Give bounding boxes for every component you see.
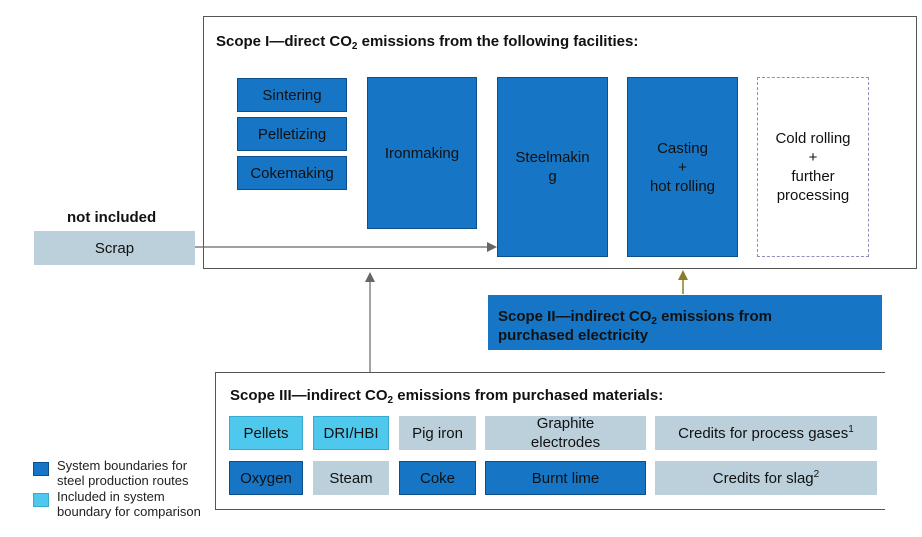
legend-comparison-label: Included in system boundary for comparis… — [57, 489, 201, 519]
ironmaking-box: Ironmaking — [367, 77, 477, 229]
scope1-title: Scope I—direct CO2 emissions from the fo… — [216, 33, 639, 52]
credits-process-gases-box: Credits for process gases1 — [655, 416, 877, 450]
credits-slag-box: Credits for slag2 — [655, 461, 877, 495]
casting-hot-rolling-box: Casting + hot rolling — [627, 77, 738, 257]
pelletizing-box: Pelletizing — [237, 117, 347, 151]
scope2-banner: Scope II—indirect CO2 emissions from pur… — [488, 295, 882, 350]
steelmaking-box: Steelmakin g — [497, 77, 608, 257]
cold-rolling-box: Cold rolling + further processing — [757, 77, 869, 257]
oxygen-box: Oxygen — [229, 461, 303, 495]
scrap-box: Scrap — [34, 231, 195, 265]
cokemaking-box: Cokemaking — [237, 156, 347, 190]
legend-comparison-swatch — [33, 493, 49, 507]
burnt-lime-box: Burnt lime — [485, 461, 646, 495]
pig-iron-box: Pig iron — [399, 416, 476, 450]
coke-box: Coke — [399, 461, 476, 495]
legend-system-boundary-label: System boundaries for steel production r… — [57, 458, 189, 488]
sintering-box: Sintering — [237, 78, 347, 112]
scope3-title: Scope III—indirect CO2 emissions from pu… — [230, 387, 664, 406]
steam-box: Steam — [313, 461, 389, 495]
dri-hbi-box: DRI/HBI — [313, 416, 389, 450]
graphite-electrodes-box: Graphite electrodes — [485, 415, 646, 451]
legend-system-boundary-swatch — [33, 462, 49, 476]
pellets-box: Pellets — [229, 416, 303, 450]
not-included-label: not included — [67, 209, 157, 226]
